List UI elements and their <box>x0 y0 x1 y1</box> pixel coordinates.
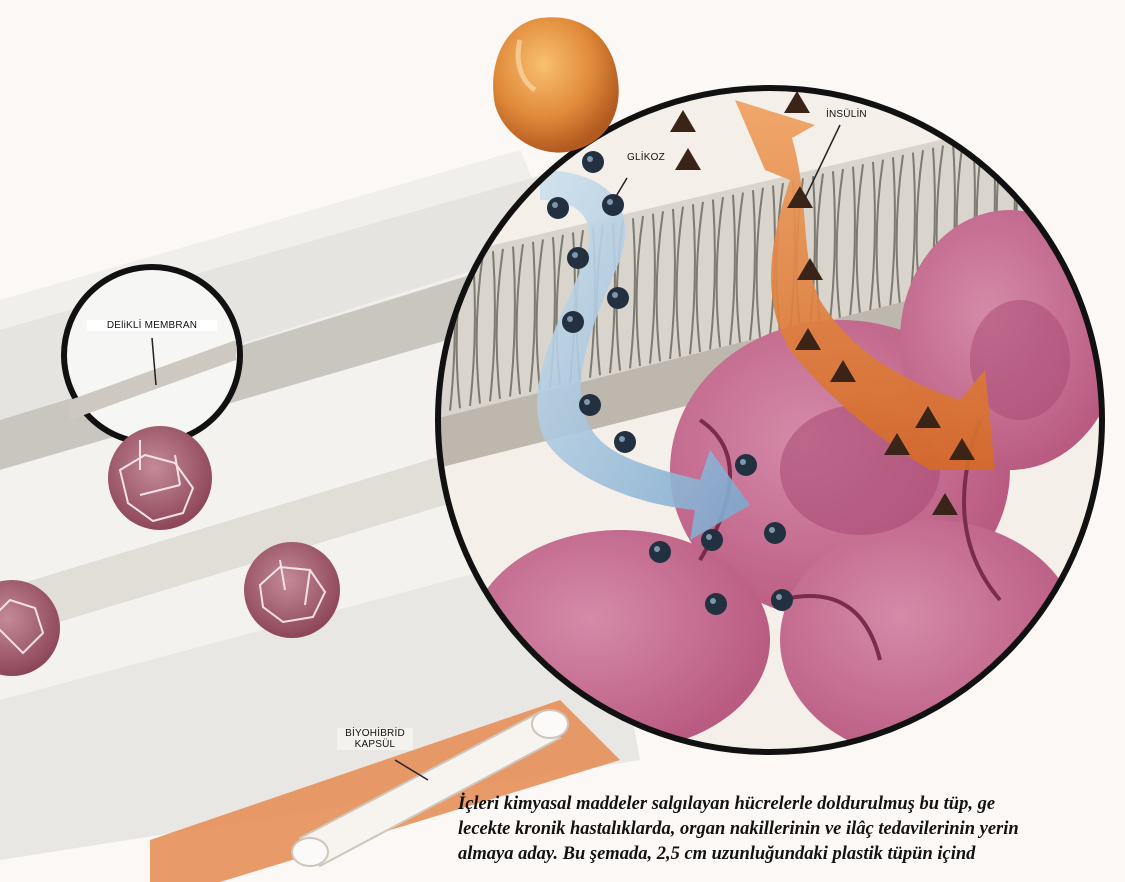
membrane-zoom-circle <box>64 267 240 443</box>
glucose-molecule <box>607 287 629 309</box>
insulin-label: İNSÜLİN <box>826 109 867 120</box>
membrane-fiber <box>1070 115 1075 265</box>
blood-cell <box>780 520 1080 760</box>
caption-line: almaya aday. Bu şemada, 2,5 cm uzunluğun… <box>458 842 1125 867</box>
capsule-label: BİYOHİBRİD KAPSÜL <box>337 728 413 750</box>
glucose-molecule <box>771 589 793 611</box>
cell-cluster <box>108 426 212 530</box>
membrane-fiber <box>1057 117 1063 267</box>
glucose-molecule <box>602 194 624 216</box>
glucose-molecule <box>705 593 727 615</box>
membrane-label: DEliKLİ MEMBRAN <box>87 320 217 331</box>
capsule-label-line2: KAPSÜL <box>337 739 413 750</box>
glucose-molecule <box>562 311 584 333</box>
glucose-label: GLİKOZ <box>627 152 665 163</box>
membrane-fiber <box>1077 113 1083 263</box>
secretory-cell <box>493 17 619 152</box>
caption: İçleri kimyasal maddeler salgılayan hücr… <box>458 792 1125 867</box>
glucose-molecule <box>649 541 671 563</box>
cell-cluster <box>244 542 340 638</box>
glucose-molecule <box>764 522 786 544</box>
glucose-molecule <box>582 151 604 173</box>
capsule-label-line1: BİYOHİBRİD <box>337 728 413 739</box>
glucose-molecule <box>701 529 723 551</box>
membrane-fiber <box>1097 108 1103 258</box>
glucose-molecule <box>547 197 569 219</box>
glucose-molecule <box>735 454 757 476</box>
caption-line: İçleri kimyasal maddeler salgılayan hücr… <box>458 792 1125 817</box>
membrane-fiber <box>1110 106 1115 256</box>
glucose-molecule <box>579 394 601 416</box>
glucose-molecule <box>567 247 589 269</box>
caption-line: lecekte kronik hastalıklarda, organ naki… <box>458 817 1125 842</box>
glucose-molecule <box>614 431 636 453</box>
membrane-fiber <box>1117 103 1123 253</box>
membrane-fiber <box>1090 110 1095 260</box>
